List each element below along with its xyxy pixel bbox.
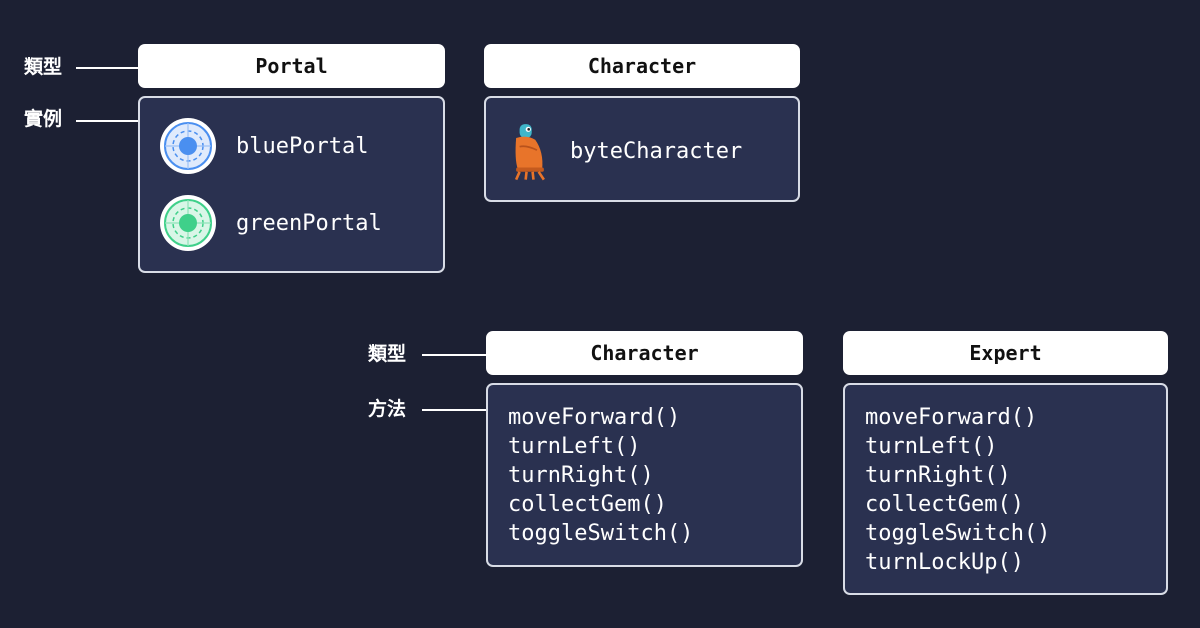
blue-portal-icon xyxy=(160,118,216,174)
method-item: toggleSwitch() xyxy=(508,521,694,546)
instance-byte-character: byteCharacter xyxy=(504,116,742,186)
instance-name-blue-portal: bluePortal xyxy=(236,133,369,159)
instance-connector xyxy=(76,120,138,122)
portal-type-header: Portal xyxy=(138,44,445,88)
type-label-top: 類型 xyxy=(24,56,63,78)
character-type-header-top: Character xyxy=(484,44,800,88)
method-item: moveForward() xyxy=(508,405,681,430)
method-item: turnLeft() xyxy=(865,434,998,459)
type-connector-top xyxy=(76,67,138,69)
expert-type-header: Expert xyxy=(843,331,1168,375)
green-portal-icon xyxy=(160,195,216,251)
instance-name-green-portal: greenPortal xyxy=(236,210,382,236)
method-connector xyxy=(422,409,486,411)
character-instances-panel: byteCharacter xyxy=(484,96,800,202)
method-item: toggleSwitch() xyxy=(865,521,1051,546)
expert-methods-panel: moveForward() turnLeft() turnRight() col… xyxy=(843,383,1168,595)
method-item: collectGem() xyxy=(508,492,667,517)
character-methods-panel: moveForward() turnLeft() turnRight() col… xyxy=(486,383,803,567)
method-item: turnRight() xyxy=(865,463,1011,488)
instance-blue-portal: bluePortal xyxy=(158,116,368,176)
method-label: 方法 xyxy=(368,398,407,420)
method-item: moveForward() xyxy=(865,405,1038,430)
method-item: turnRight() xyxy=(508,463,654,488)
instance-label: 實例 xyxy=(24,108,63,130)
character-methods-list: moveForward() turnLeft() turnRight() col… xyxy=(508,403,693,548)
instance-name-byte-character: byteCharacter xyxy=(570,138,743,164)
expert-methods-list: moveForward() turnLeft() turnRight() col… xyxy=(865,403,1050,577)
method-item: collectGem() xyxy=(865,492,1024,517)
instance-green-portal: greenPortal xyxy=(158,193,382,253)
byte-character-icon xyxy=(514,124,545,181)
character-type-header-bottom: Character xyxy=(486,331,803,375)
type-label-bottom: 類型 xyxy=(368,343,407,365)
type-connector-bottom xyxy=(422,354,486,356)
portal-instances-panel: bluePortal greenPortal xyxy=(138,96,445,273)
method-item: turnLeft() xyxy=(508,434,641,459)
method-item: turnLockUp() xyxy=(865,550,1024,575)
